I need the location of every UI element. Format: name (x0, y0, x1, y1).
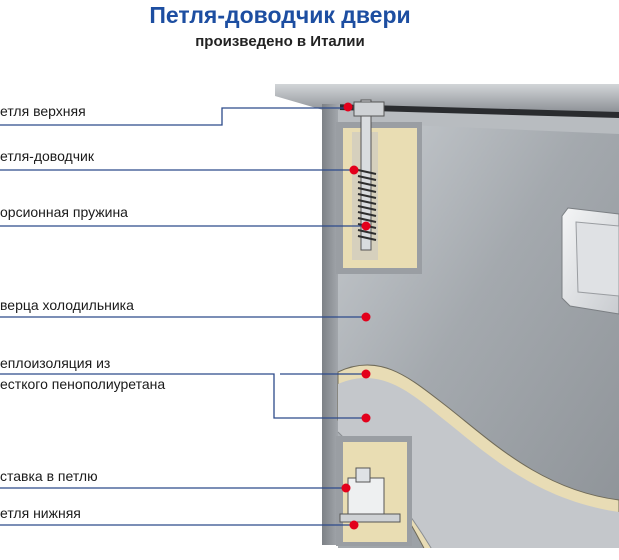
lower-hinge-base (339, 513, 401, 523)
door-top-face (338, 110, 619, 134)
label-insulation-line1: еплоизоляция из (0, 355, 111, 371)
marker-hinge-insert (341, 483, 351, 493)
leader-insulation-1 (0, 373, 366, 419)
hinge-shaft (360, 99, 372, 251)
floor-shadow (0, 548, 619, 560)
callout-markers (341, 102, 371, 530)
marker-torsion-spring (361, 221, 371, 231)
marker-lower-hinge (349, 520, 359, 530)
label-insulation-line2: есткого пенополиуретана (0, 376, 166, 392)
marker-upper-hinge (343, 102, 353, 112)
marker-insulation-skin (361, 413, 371, 423)
page-subtitle: произведено в Италии (195, 33, 365, 50)
door-handle-recess (575, 221, 619, 297)
label-lower-hinge: етля нижняя (0, 505, 81, 521)
lower-hinge-pin (355, 467, 371, 483)
label-door-closer-hinge: етля-доводчик (0, 148, 94, 164)
page-title: Петля-доводчик двери (149, 2, 411, 28)
leader-lines (0, 107, 366, 526)
lower-hinge-insert (347, 477, 385, 517)
cabinet-side (322, 104, 340, 545)
label-upper-hinge: етля верхняя (0, 103, 86, 119)
hinge-bracket (353, 101, 385, 117)
label-torsion-spring: орсионная пружина (0, 204, 128, 220)
marker-fridge-door (361, 312, 371, 322)
leader-upper-hinge (0, 107, 350, 126)
label-hinge-insert: ставка в петлю (0, 468, 98, 484)
marker-insulation-foam (361, 369, 371, 379)
torsion-spring-coils (357, 169, 377, 241)
marker-door-closer-hinge (349, 165, 359, 175)
inner-skin (338, 378, 619, 560)
label-fridge-door: верца холодильника (0, 297, 134, 313)
